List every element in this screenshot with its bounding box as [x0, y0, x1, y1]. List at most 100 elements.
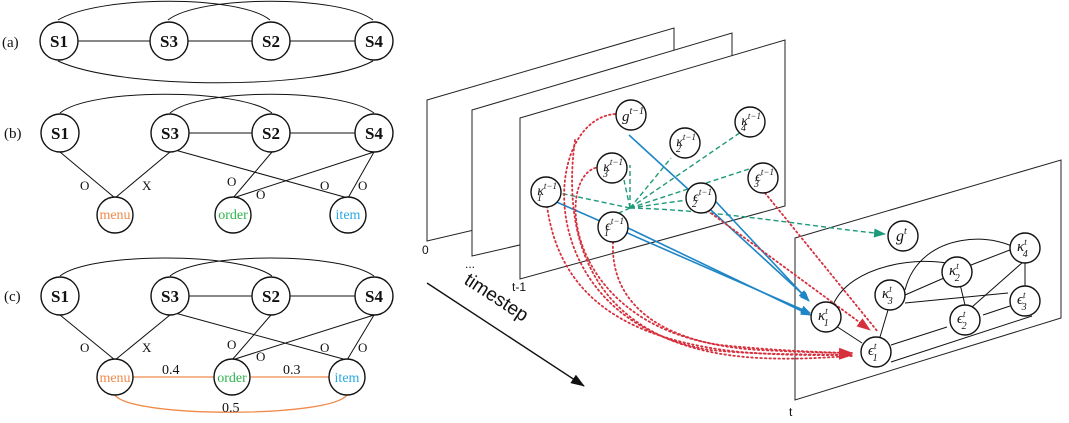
edge-k2-e2 [959, 283, 966, 306]
mark-s3-item: O [320, 340, 329, 355]
red-arrow [703, 207, 871, 331]
node-g-cur: gt [887, 220, 919, 252]
mark-s1-menu: O [80, 178, 89, 193]
node-s3: S3 [149, 21, 189, 61]
svg-text:κt1: κt1 [818, 306, 829, 329]
svg-text:S2: S2 [262, 32, 280, 51]
node-s2: S2 [251, 276, 291, 316]
svg-text:ϵt−11: ϵt−11 [604, 216, 624, 239]
edge-k3-k2 [904, 277, 945, 296]
red-arrow [546, 205, 853, 357]
panel-a: (a) S1 S3 S2 S4 [2, 0, 394, 84]
plane-t [794, 159, 1062, 401]
blue-arrow [625, 226, 811, 316]
svg-text:gt−1: gt−1 [622, 106, 644, 125]
svg-text:κt−11: κt−11 [537, 181, 557, 204]
edge-s3-menu [114, 151, 171, 199]
edge-k3-e1 [879, 309, 889, 338]
edge-s4-order [231, 314, 375, 361]
node-s2: S2 [251, 113, 291, 153]
mark-s2-order: O [227, 337, 236, 352]
edge-s1-s2 [57, 0, 271, 21]
svg-text:menu: menu [99, 208, 130, 223]
edge-k4-e2 [971, 261, 1024, 308]
svg-text:S1: S1 [50, 32, 68, 51]
node-s1: S1 [40, 113, 80, 153]
edge-k1-e1 [835, 325, 863, 344]
plane-label-t-1: t-1 [512, 280, 526, 294]
edge-s3-s4 [169, 93, 375, 114]
edge-s1-menu [59, 314, 116, 361]
node-s3: S3 [150, 113, 190, 153]
svg-text:S1: S1 [51, 124, 69, 143]
svg-text:S2: S2 [262, 287, 280, 306]
red-edges [546, 113, 879, 360]
svg-text:item: item [335, 371, 360, 386]
svg-text:S3: S3 [160, 32, 178, 51]
svg-text:S3: S3 [161, 124, 179, 143]
node-g-prev: gt−1 [615, 99, 647, 131]
svg-text:S1: S1 [51, 287, 69, 306]
svg-text:order: order [217, 371, 247, 386]
svg-text:κt−13: κt−13 [602, 157, 623, 180]
svg-text:S3: S3 [161, 287, 179, 306]
red-arrow [612, 241, 853, 354]
slot-node-menu: menu [96, 196, 134, 234]
edge-e1-e3 [890, 315, 1033, 363]
svg-text:κt3: κt3 [882, 284, 893, 307]
blue-arrow [704, 189, 810, 302]
node-s4: S4 [354, 21, 394, 61]
red-arrow [574, 166, 853, 358]
weight-menu-order: 0.4 [162, 363, 180, 378]
weight-order-item: 0.3 [283, 363, 301, 378]
edge-s3-menu [114, 314, 171, 361]
svg-text:κt−14: κt−14 [741, 111, 761, 134]
node-s3: S3 [150, 276, 190, 316]
svg-text:S4: S4 [365, 32, 383, 51]
edge-k2-k4 [970, 247, 1016, 266]
plane-label-ellipsis: ... [465, 257, 475, 271]
slot-node-order: order [214, 196, 252, 234]
mark-s1-menu: O [80, 340, 89, 355]
mark-s4-item: O [358, 340, 367, 355]
edge-s2-order [232, 151, 273, 199]
node-s4: S4 [354, 113, 394, 153]
edge-s1-s4 [57, 60, 374, 84]
panel-a-label: (a) [2, 35, 19, 51]
green-edge [629, 131, 742, 209]
green-edge [629, 157, 672, 209]
plane-label-0: 0 [422, 243, 429, 257]
svg-text:order: order [218, 208, 248, 223]
edge-s4-item [347, 151, 375, 199]
slot-node-item: item [329, 196, 367, 234]
edge-s4-order [232, 151, 375, 199]
green-edge [629, 199, 688, 209]
node-s1: S1 [40, 276, 80, 316]
edge-k3-e3 [904, 292, 1009, 304]
node-s4: S4 [354, 276, 394, 316]
svg-text:ϵt−13: ϵt−13 [753, 167, 774, 190]
svg-text:ϵt−12: ϵt−12 [692, 187, 712, 210]
edge-s1-s2 [59, 257, 273, 277]
svg-text:S4: S4 [365, 124, 383, 143]
edge-s3-s4 [169, 257, 375, 277]
svg-text:gt: gt [896, 226, 907, 245]
mark-s4-item: O [358, 178, 367, 193]
weight-menu-item: 0.5 [222, 401, 240, 416]
red-arrow [764, 192, 879, 333]
panel-b-label: (b) [4, 126, 22, 142]
edge-s1-menu [59, 151, 116, 199]
edge-menu-item [114, 394, 348, 413]
svg-text:ϵt3: ϵt3 [1017, 290, 1027, 313]
